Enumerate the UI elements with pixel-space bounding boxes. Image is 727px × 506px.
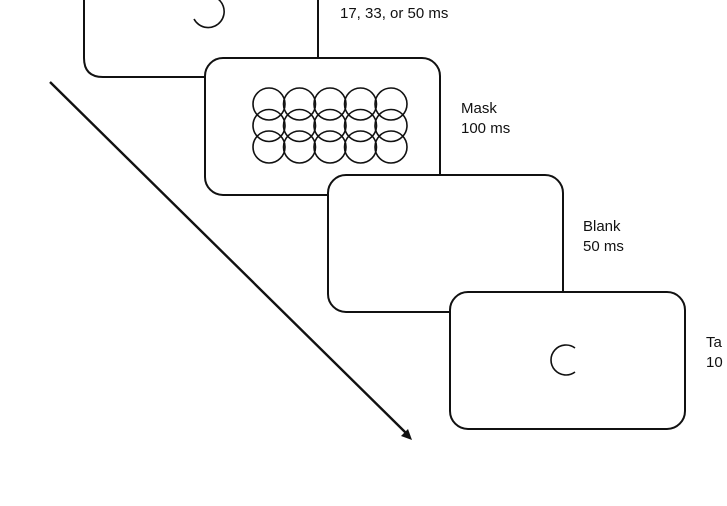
mask-circle — [374, 130, 408, 164]
mask-circle — [252, 130, 286, 164]
mask-duration-label: 100 ms — [461, 120, 511, 137]
mask-circle — [252, 87, 286, 121]
mask-circle — [282, 87, 317, 121]
mask-circle — [343, 87, 378, 121]
mask-circle — [343, 108, 378, 143]
blank-name-label: Blank — [583, 218, 621, 235]
prime-c-ring-icon — [193, 0, 225, 29]
blank-duration-label: 50 ms — [583, 238, 624, 255]
mask-circle — [282, 108, 317, 143]
mask-circle-grid — [252, 87, 408, 164]
mask-circle — [374, 108, 408, 143]
mask-circle — [313, 108, 347, 143]
mask-circle — [343, 130, 378, 164]
frame-target — [449, 291, 686, 430]
time-arrow-icon — [49, 81, 412, 440]
prime-duration-label: 17, 33, or 50 ms — [340, 5, 449, 22]
mask-circle — [252, 108, 286, 143]
target-name-label: Ta — [706, 334, 722, 351]
frame-blank — [327, 174, 564, 313]
target-duration-label: 10 — [706, 354, 723, 371]
frame-prime — [83, 0, 319, 78]
mask-circle — [313, 130, 347, 164]
mask-circle — [282, 130, 317, 164]
frame-mask — [204, 57, 441, 196]
target-c-ring-icon — [550, 344, 576, 376]
mask-circle — [374, 87, 408, 121]
mask-circle — [313, 87, 347, 121]
mask-name-label: Mask — [461, 100, 497, 117]
